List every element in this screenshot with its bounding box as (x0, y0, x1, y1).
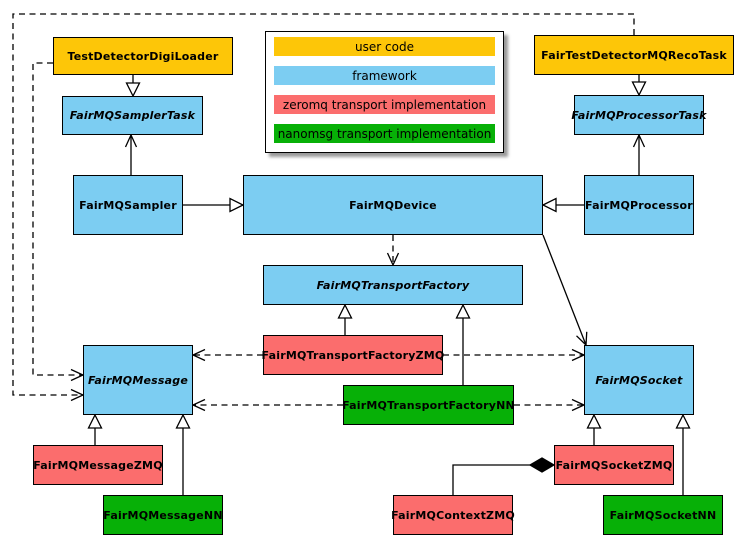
class-node-fairmqprocessortask: FairMQProcessorTask (571, 95, 707, 135)
edge-fairmqsampler-to-fairmqdevice (183, 197, 245, 213)
edge-fairmqmessagezmq-to-fairmqmessage (87, 413, 103, 445)
class-label: FairMQSocketNN (609, 508, 717, 522)
open-vee-arrowhead (191, 398, 206, 412)
edge-fairmqsocketnn-to-fairmqsocket (675, 413, 691, 495)
class-node-fairmqsocketzmq: FairMQSocketZMQ (554, 445, 674, 485)
class-label: FairMQContextZMQ (391, 508, 515, 522)
class-label: FairMQMessageNN (103, 508, 223, 522)
legend-item-framework: framework (274, 66, 495, 85)
class-node-fairmqtransportfactorynn: FairMQTransportFactoryNN (342, 385, 515, 425)
class-node-testdetectordigiloader: TestDetectorDigiLoader (53, 37, 233, 75)
class-node-fairmqmessagezmq: FairMQMessageZMQ (33, 445, 163, 485)
edge-fairmqdevice-to-fairmqtransportfactory (386, 235, 400, 267)
hollow-triangle-arrowhead (125, 82, 141, 98)
edge-fairmqtransportfactoryzmq-to-fairmqsocket (443, 348, 586, 362)
class-label: FairMQMessageZMQ (33, 458, 163, 472)
class-node-fairmqprocessor: FairMQProcessor (584, 175, 694, 235)
class-label: FairMQSocket (595, 373, 683, 387)
class-node-fairmqtransportfactory: FairMQTransportFactory (263, 265, 523, 305)
class-label: FairMQTransportFactory (316, 278, 470, 292)
open-vee-arrowhead (191, 348, 206, 362)
edge-fairmqprocessor-to-fairmqprocessortask (632, 133, 646, 175)
class-node-fairmqsampler: FairMQSampler (73, 175, 183, 235)
class-label: FairMQSocketZMQ (555, 458, 673, 472)
class-label: FairMQTransportFactoryNN (342, 398, 515, 412)
class-node-fairmqsamplertask: FairMQSamplerTask (62, 96, 203, 135)
edge-fairmqsocketzmq-to-fairmqsocket (586, 413, 602, 445)
class-node-fairmqsocketnn: FairMQSocketNN (603, 495, 723, 535)
hollow-triangle-arrowhead (229, 197, 245, 213)
edge-fairmqtransportfactorynn-to-fairmqmessage (191, 398, 343, 412)
hollow-triangle-arrowhead (631, 81, 647, 97)
edge-fairmqsampler-to-fairmqsamplertask (124, 133, 138, 175)
hollow-triangle-arrowhead (175, 413, 191, 429)
class-node-fairmqtransportfactoryzmq: FairMQTransportFactoryZMQ (261, 335, 445, 375)
hollow-triangle-arrowhead (586, 413, 602, 429)
edge-fairmqtransportfactorynn-to-fairmqtransportfactory (455, 303, 471, 385)
legend-item-nanomsg: nanomsg transport implementation (274, 124, 495, 143)
class-node-fairmqmessage: FairMQMessage (83, 345, 193, 415)
edge-fairmqtransportfactoryzmq-to-fairmqmessage (191, 348, 263, 362)
legend-box: user code framework zeromq transport imple… (265, 31, 504, 153)
open-vee-arrowhead (632, 133, 646, 148)
class-label: FairMQDevice (349, 198, 437, 212)
legend-item-label: nanomsg transport implementation (277, 126, 492, 141)
class-label: FairMQSampler (79, 198, 177, 212)
hollow-triangle-arrowhead (87, 413, 103, 429)
hollow-triangle-arrowhead (675, 413, 691, 429)
class-node-fairtestdetectormqrecotask: FairTestDetectorMQRecoTask (534, 35, 734, 75)
edge-fairmqcontextzmq-to-fairmqsocketzmq (452, 457, 556, 495)
hollow-triangle-arrowhead (455, 303, 471, 319)
class-label: FairMQSamplerTask (69, 109, 196, 122)
hollow-triangle-arrowhead (541, 197, 557, 213)
edge-fairtestdetectormqrecotask-to-fairmqprocessortask (631, 75, 647, 97)
edge-testdetectordigiloader-to-fairmqsamplertask (125, 75, 141, 98)
edge-fairmqtransportfactoryzmq-to-fairmqtransportfactory (337, 303, 353, 335)
hollow-triangle-arrowhead (337, 303, 353, 319)
legend-item-label: zeromq transport implementation (282, 97, 487, 112)
legend-item-label: user code (355, 39, 414, 54)
class-label: FairMQTransportFactoryZMQ (261, 348, 445, 362)
legend-item-user_code: user code (274, 37, 495, 56)
open-vee-arrowhead (124, 133, 138, 148)
edge-fairmqdevice-to-fairmqsocket (542, 234, 588, 347)
class-node-fairmqsocket: FairMQSocket (584, 345, 694, 415)
edge-fairmqtransportfactorynn-to-fairmqsocket (514, 398, 586, 412)
class-label: FairTestDetectorMQRecoTask (541, 48, 727, 62)
legend-item-zeromq: zeromq transport implementation (274, 95, 495, 114)
class-node-fairmqcontextzmq: FairMQContextZMQ (391, 495, 515, 535)
class-label: TestDetectorDigiLoader (67, 49, 219, 63)
class-label: FairMQProcessor (585, 198, 693, 212)
class-label: FairMQMessage (87, 373, 189, 387)
class-node-fairmqmessagenn: FairMQMessageNN (103, 495, 223, 535)
edge-fairmqprocessor-to-fairmqdevice (541, 197, 584, 213)
filled-diamond-arrowhead (528, 457, 556, 473)
class-label: FairMQProcessorTask (571, 108, 707, 122)
edge-fairmqmessagenn-to-fairmqmessage (175, 413, 191, 495)
class-node-fairmqdevice: FairMQDevice (243, 175, 543, 235)
legend-item-label: framework (352, 68, 417, 83)
